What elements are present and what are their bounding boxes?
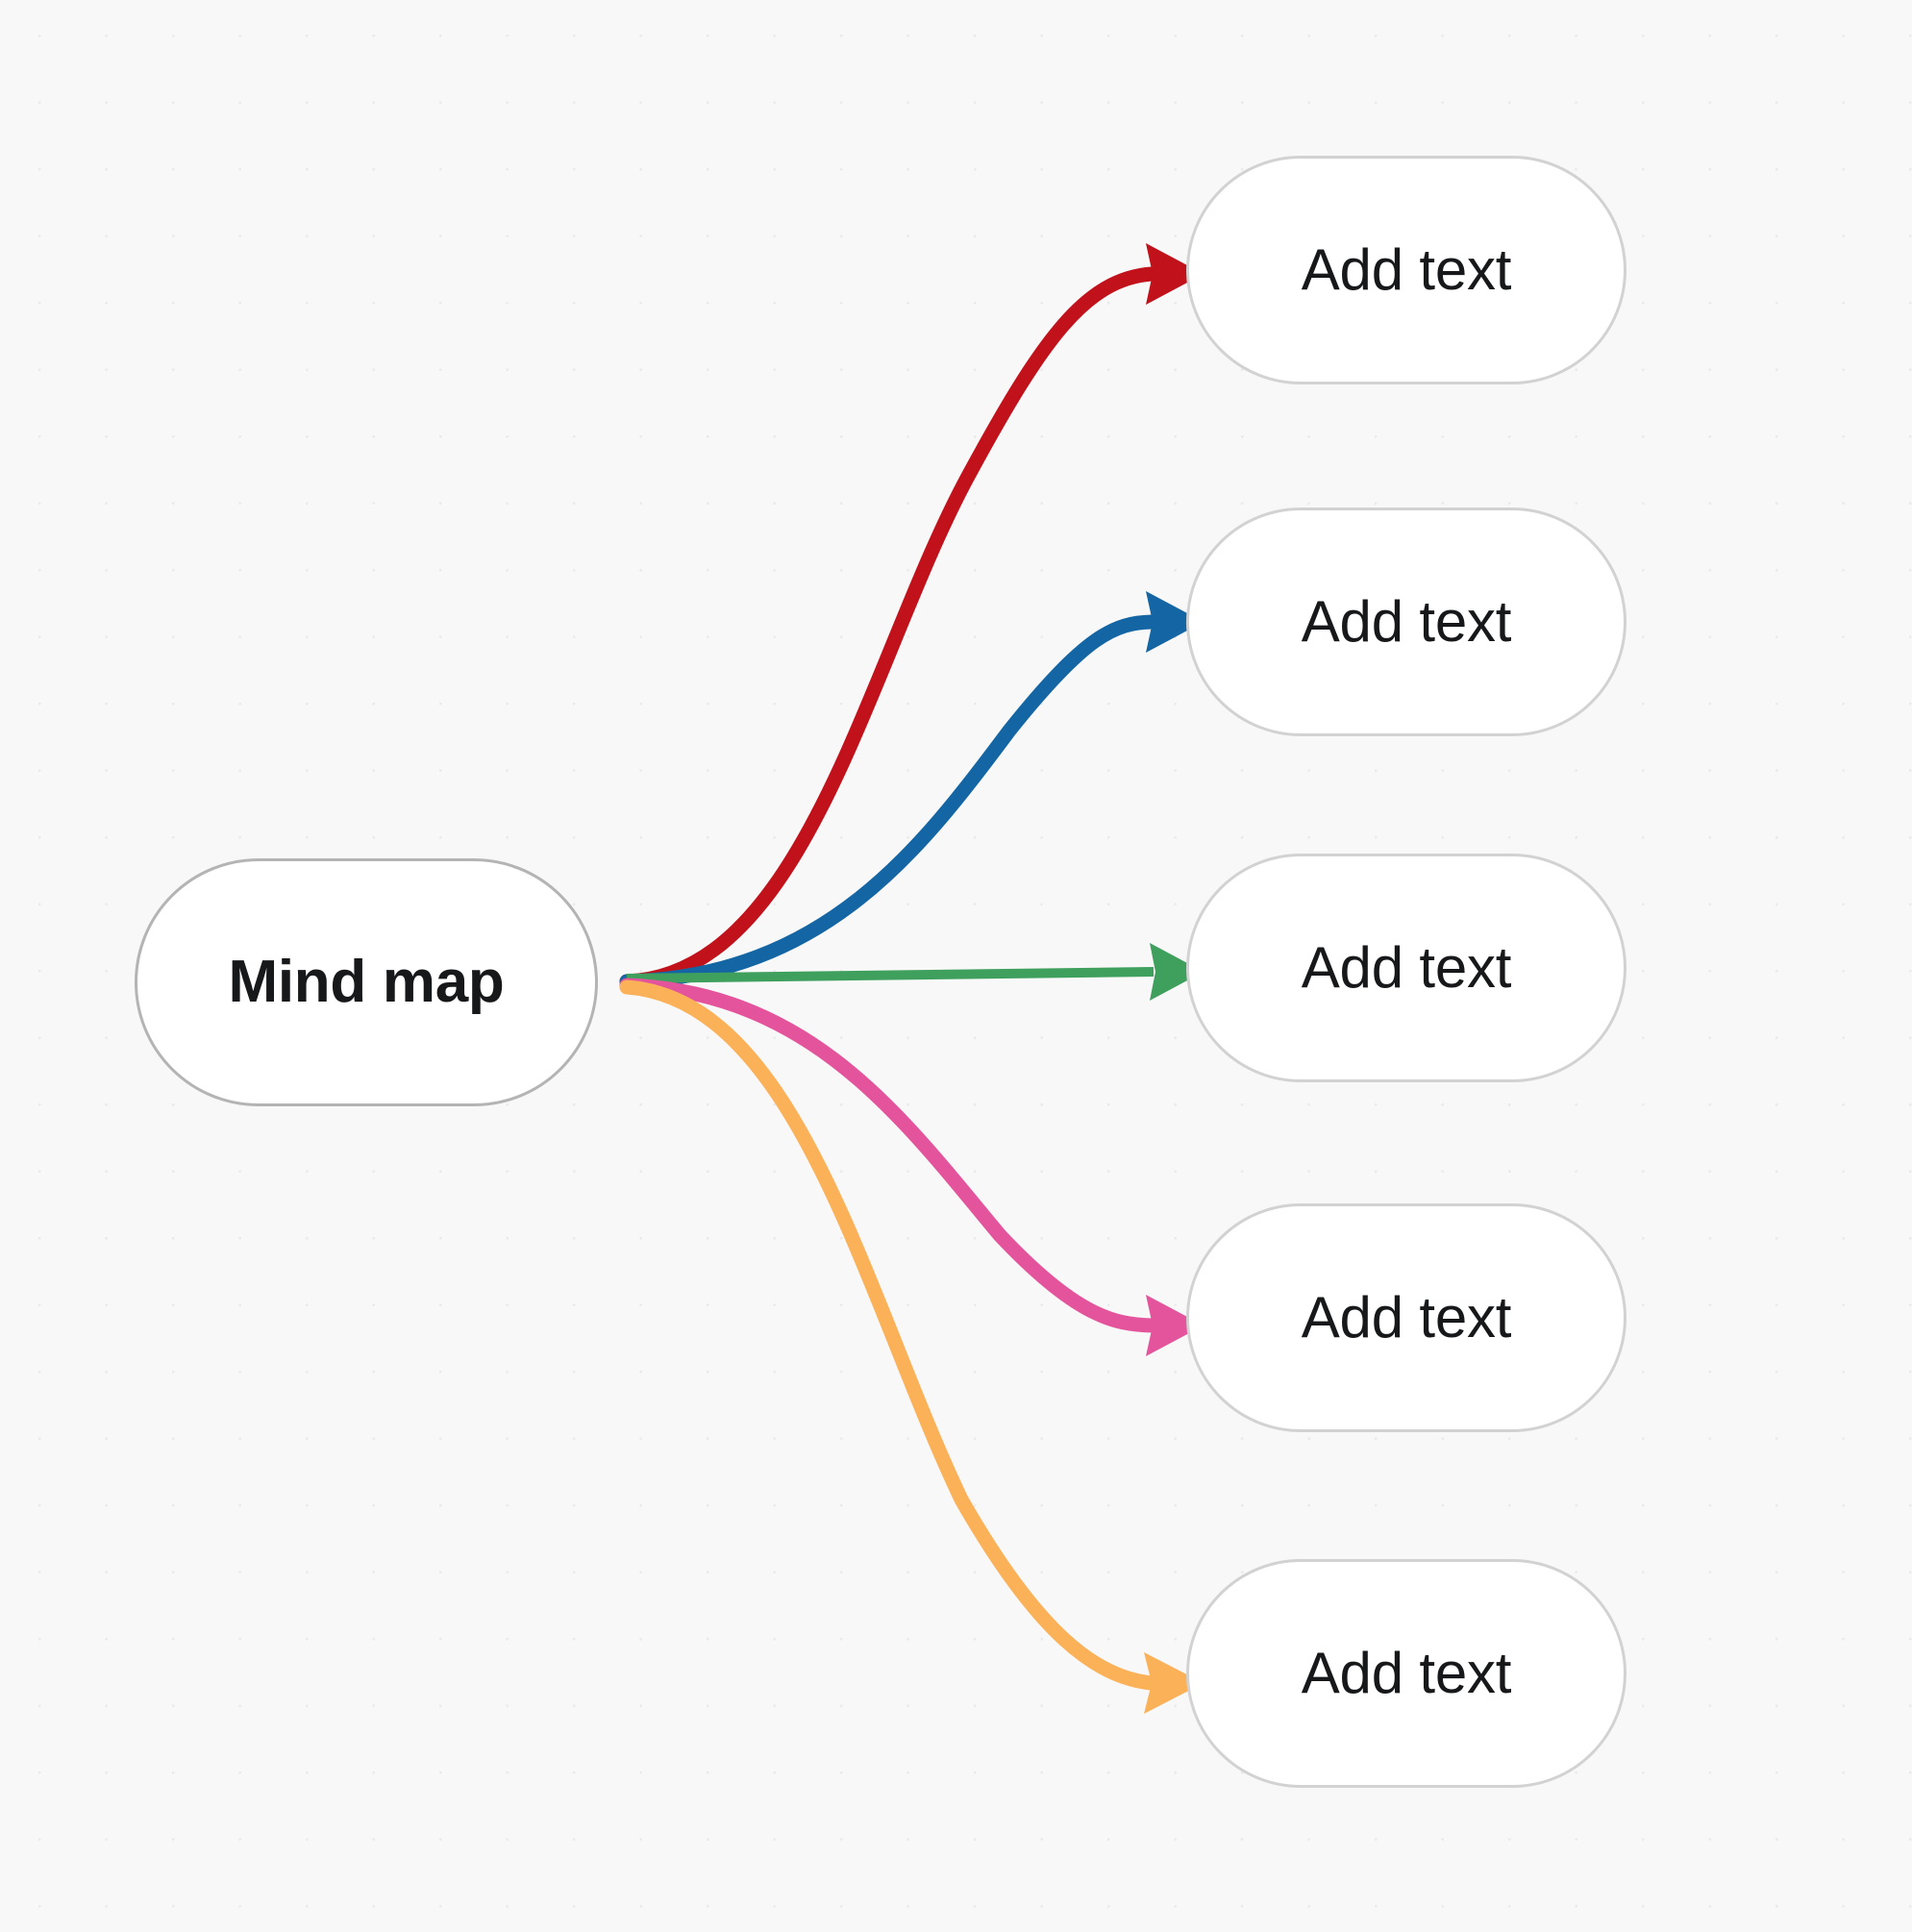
blue-edge xyxy=(619,614,1159,989)
orange-edge-group[interactable] xyxy=(619,979,1204,1714)
branch-node-1-label: Add text xyxy=(1301,237,1512,302)
branch-node-3-label: Add text xyxy=(1301,935,1512,1000)
branch-node-4-label: Add text xyxy=(1301,1285,1512,1350)
root-node[interactable]: Mind map xyxy=(135,858,598,1106)
pink-edge xyxy=(619,978,1159,1333)
branch-node-5[interactable]: Add text xyxy=(1186,1559,1626,1788)
branch-node-2-label: Add text xyxy=(1301,589,1512,654)
green-edge-group[interactable] xyxy=(626,943,1204,1001)
branch-node-5-label: Add text xyxy=(1301,1641,1512,1705)
branch-node-1[interactable]: Add text xyxy=(1186,156,1626,384)
root-node-label: Mind map xyxy=(228,949,505,1015)
branch-node-3[interactable]: Add text xyxy=(1186,854,1626,1082)
red-edge-group[interactable] xyxy=(619,243,1204,989)
branch-node-2[interactable]: Add text xyxy=(1186,508,1626,736)
green-edge xyxy=(626,967,1155,983)
blue-edge-group[interactable] xyxy=(619,591,1204,989)
red-edge xyxy=(619,266,1159,989)
pink-edge-group[interactable] xyxy=(619,978,1204,1356)
branch-node-4[interactable]: Add text xyxy=(1186,1203,1626,1432)
orange-edge xyxy=(619,979,1159,1691)
